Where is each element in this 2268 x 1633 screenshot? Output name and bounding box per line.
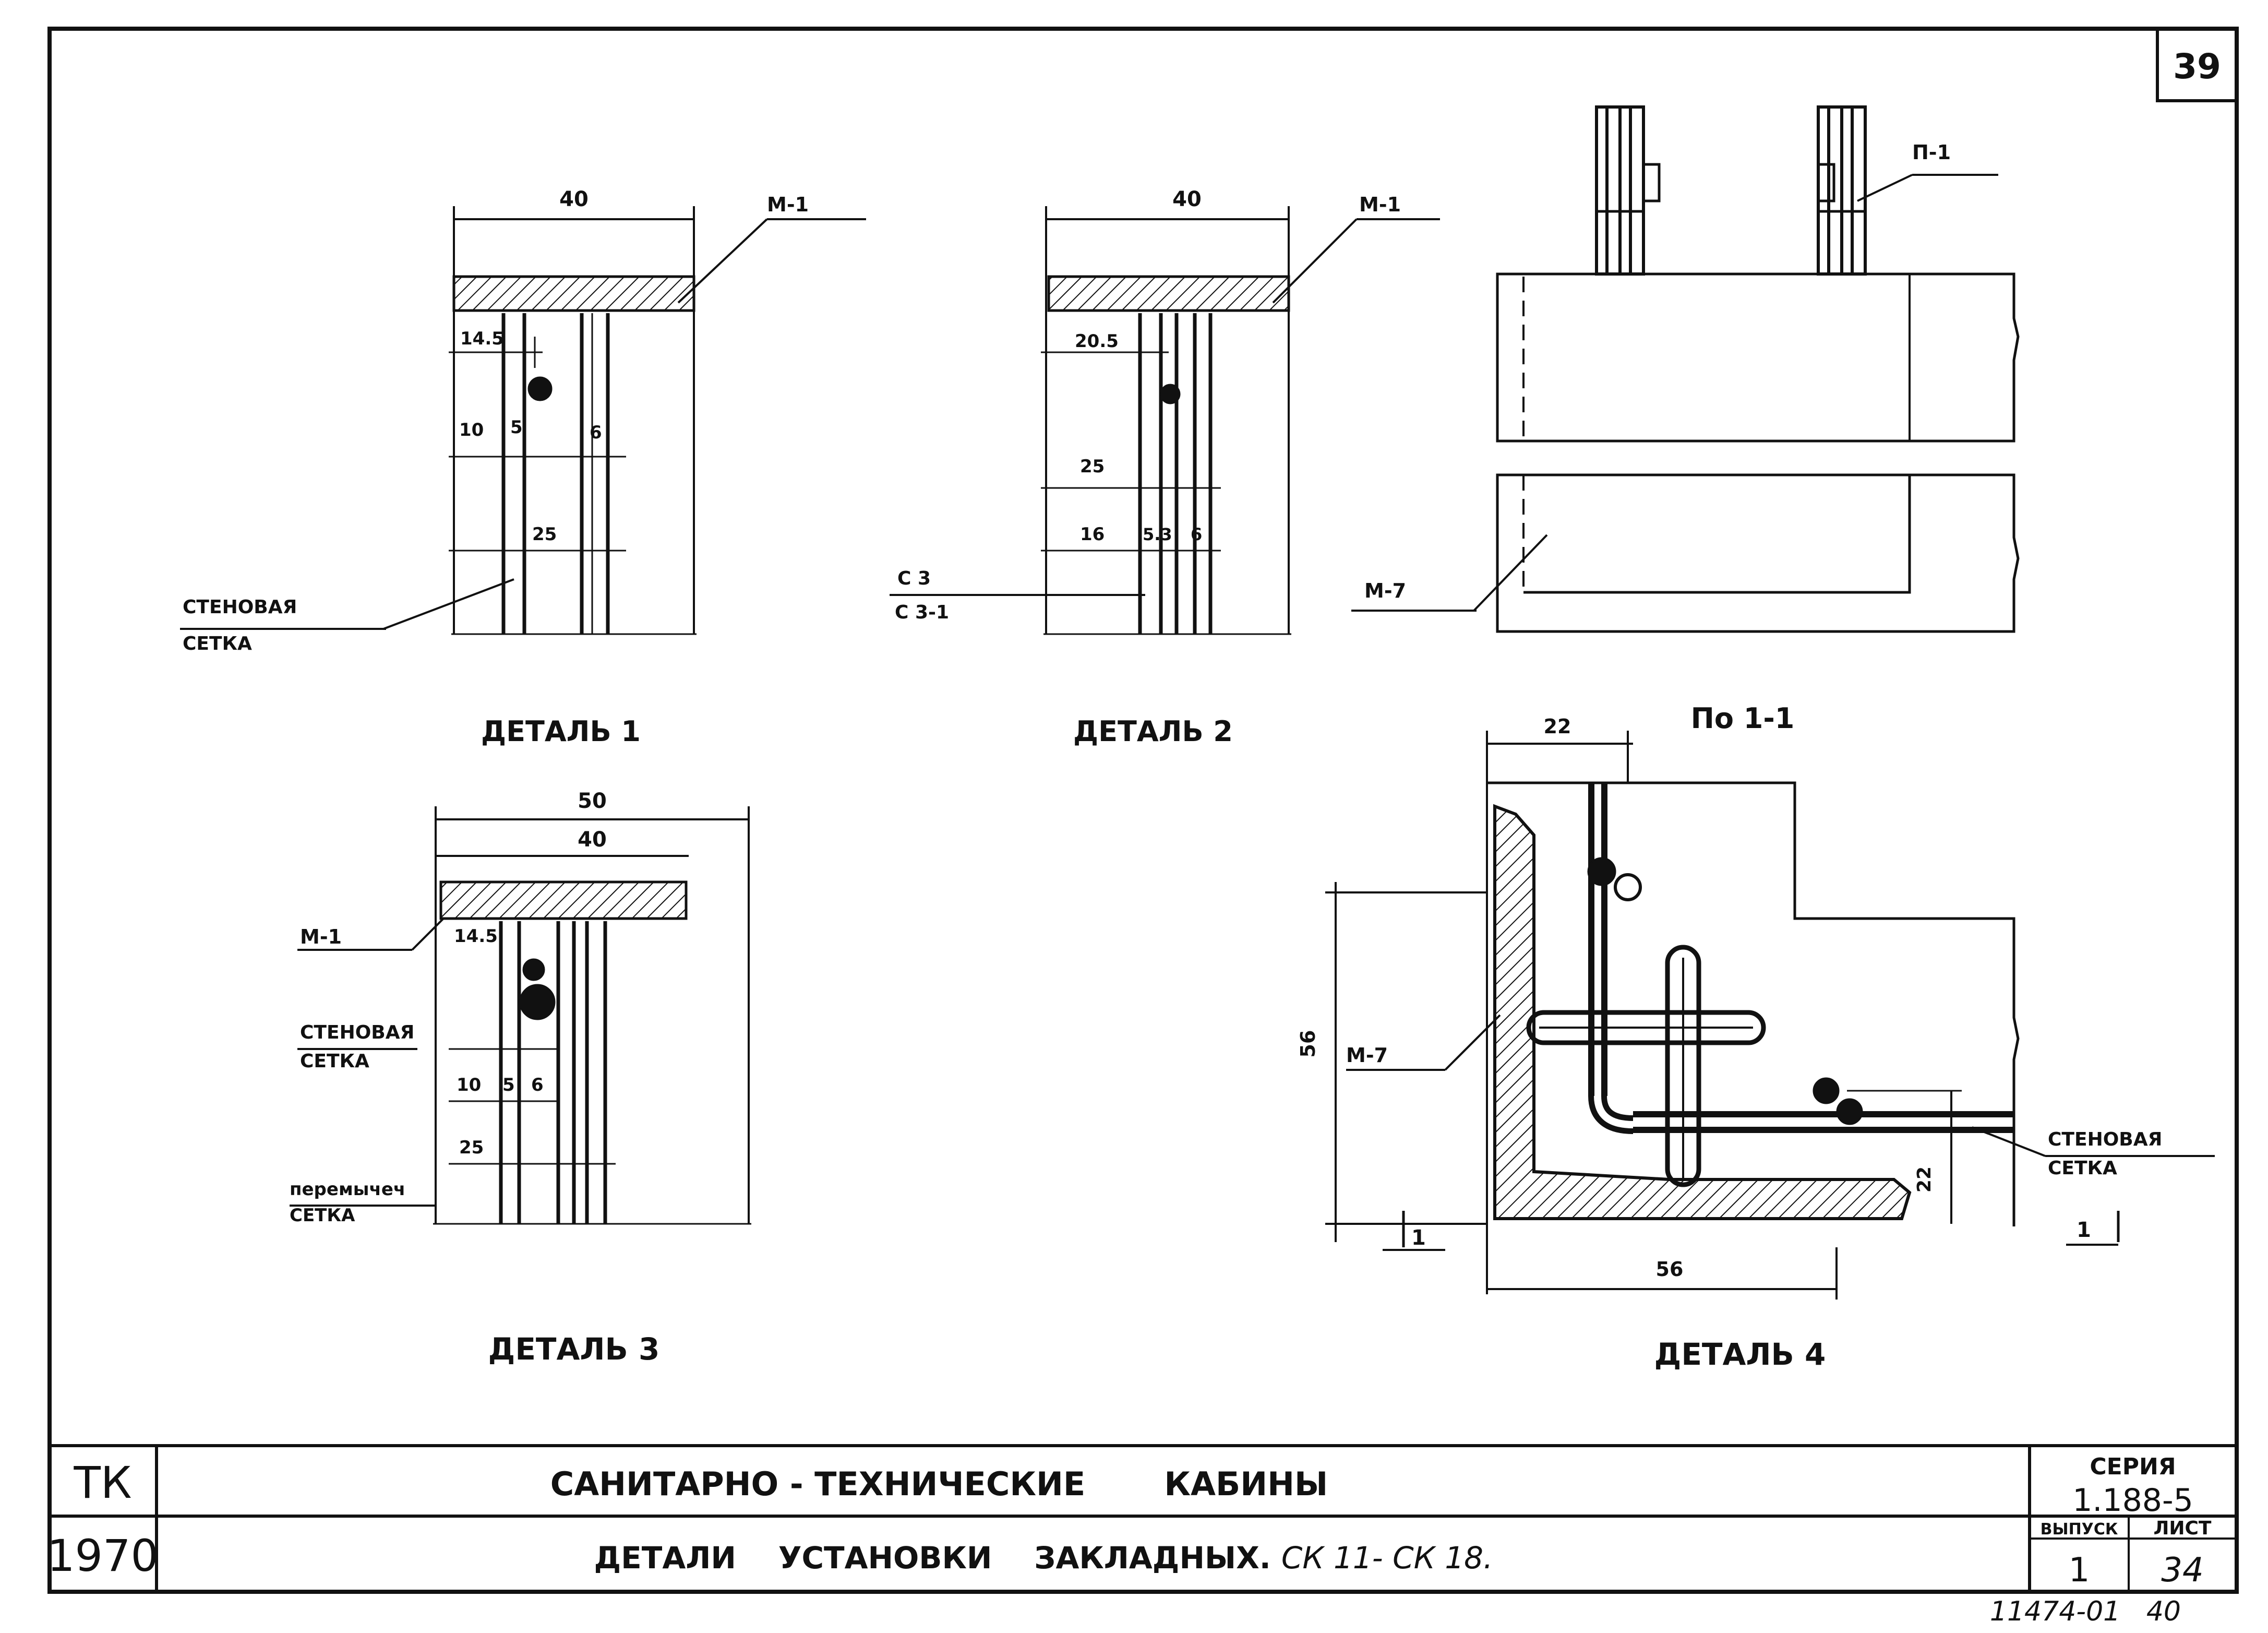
detail-1-dim-25: 25	[532, 524, 557, 545]
section-1-1	[1351, 105, 2020, 633]
issue-label: ВЫПУСК	[2041, 1520, 2118, 1539]
detail-3-label-6: 6	[531, 1075, 544, 1095]
detail-4	[1325, 731, 2215, 1300]
detail-1-dim-width: 40	[559, 187, 589, 211]
detail-3-mesh-label-1: СТЕНОВАЯ	[300, 1022, 414, 1043]
sheet-value: 34	[2161, 1551, 2203, 1590]
section-part-p1: П-1	[1912, 141, 1951, 164]
detail-3-lintel-label-1: перемычеч	[290, 1179, 405, 1200]
footer-note: 11474-01 40	[1990, 1596, 2181, 1627]
detail-2-dim-25: 25	[1080, 456, 1105, 477]
detail-3-part-m1: М-1	[300, 925, 342, 948]
sheet-label: ЛИСТ	[2153, 1518, 2211, 1539]
page-number-box: 39	[2156, 27, 2238, 102]
title-block-title-1: САНИТАРНО - ТЕХНИЧЕСКИЕ КАБИНЫ	[550, 1465, 1328, 1503]
title-block-title-2: ДЕТАЛИ УСТАНОВКИ ЗАКЛАДНЫХ. СК 11- СК 18.	[594, 1540, 1493, 1576]
page-number: 39	[2173, 46, 2221, 87]
detail-3-lintel-label-2: СЕТКА	[290, 1205, 355, 1226]
detail-1-label-5: 5	[510, 417, 523, 438]
detail-3-dim-40: 40	[578, 828, 607, 852]
detail-1-mesh-label-1: СТЕНОВАЯ	[183, 597, 297, 618]
title-block	[50, 1444, 2237, 1592]
detail-2-caption: ДЕТАЛЬ 2	[1073, 715, 1233, 748]
section-part-m7: М-7	[1364, 579, 1406, 602]
title-block-title-2-hand: СК 11- СК 18.	[1281, 1540, 1493, 1576]
detail-4-part-m7: М-7	[1346, 1044, 1388, 1067]
title-block-title-2-text: ДЕТАЛИ УСТАНОВКИ ЗАКЛАДНЫХ.	[594, 1540, 1271, 1576]
detail-2-mesh-c3: С 3	[897, 568, 931, 589]
detail-2	[890, 206, 1440, 635]
detail-2-label-6: 6	[1191, 525, 1202, 544]
detail-1-dim-14-5: 14.5	[460, 328, 504, 349]
detail-4-dim-22-right: 22	[1914, 1166, 1935, 1193]
detail-4-cut-mark-right: 1	[2077, 1218, 2091, 1242]
detail-3-dim-50: 50	[578, 789, 607, 813]
detail-3-dim-14-5: 14.5	[454, 926, 498, 947]
detail-3-label-5: 5	[502, 1075, 515, 1095]
detail-2-part-m1: М-1	[1359, 193, 1401, 216]
detail-3	[290, 806, 751, 1225]
series-value: 1.188-5	[2072, 1482, 2193, 1519]
detail-4-cut-mark-left: 1	[1411, 1226, 1426, 1250]
detail-4-dim-56-bottom: 56	[1656, 1258, 1684, 1281]
detail-4-mesh-label-2: СЕТКА	[2048, 1158, 2117, 1179]
detail-1-dim-10: 10	[459, 420, 484, 440]
detail-2-dim-20-5: 20.5	[1075, 331, 1119, 352]
detail-3-caption: ДЕТАЛЬ 3	[488, 1331, 660, 1367]
section-caption: По 1-1	[1691, 702, 1795, 735]
detail-2-label-5-3: 5.3	[1143, 525, 1172, 544]
detail-3-dim-25: 25	[459, 1137, 484, 1158]
title-block-year: 1970	[47, 1530, 159, 1581]
detail-4-dim-56-left: 56	[1297, 1030, 1319, 1058]
detail-4-mesh-label-1: СТЕНОВАЯ	[2048, 1129, 2162, 1150]
detail-3-mesh-label-2: СЕТКА	[300, 1051, 369, 1072]
detail-3-dim-10: 10	[457, 1075, 481, 1095]
detail-2-mesh-c3-1: С 3-1	[895, 602, 949, 623]
detail-2-dim-width: 40	[1172, 187, 1202, 211]
detail-1-part-m1: М-1	[767, 193, 809, 216]
detail-1-mesh-label-2: СЕТКА	[183, 633, 252, 654]
detail-1-label-6: 6	[590, 422, 602, 443]
series-label: СЕРИЯ	[2090, 1453, 2176, 1480]
detail-4-dim-22-top: 22	[1544, 715, 1571, 738]
detail-4-caption: ДЕТАЛЬ 4	[1654, 1337, 1826, 1372]
detail-1	[180, 206, 866, 635]
title-block-code: ТК	[74, 1457, 132, 1508]
issue-value: 1	[2069, 1551, 2090, 1590]
sheet-frame	[47, 27, 2239, 1594]
detail-2-dim-16: 16	[1080, 524, 1105, 545]
detail-1-caption: ДЕТАЛЬ 1	[481, 715, 641, 748]
